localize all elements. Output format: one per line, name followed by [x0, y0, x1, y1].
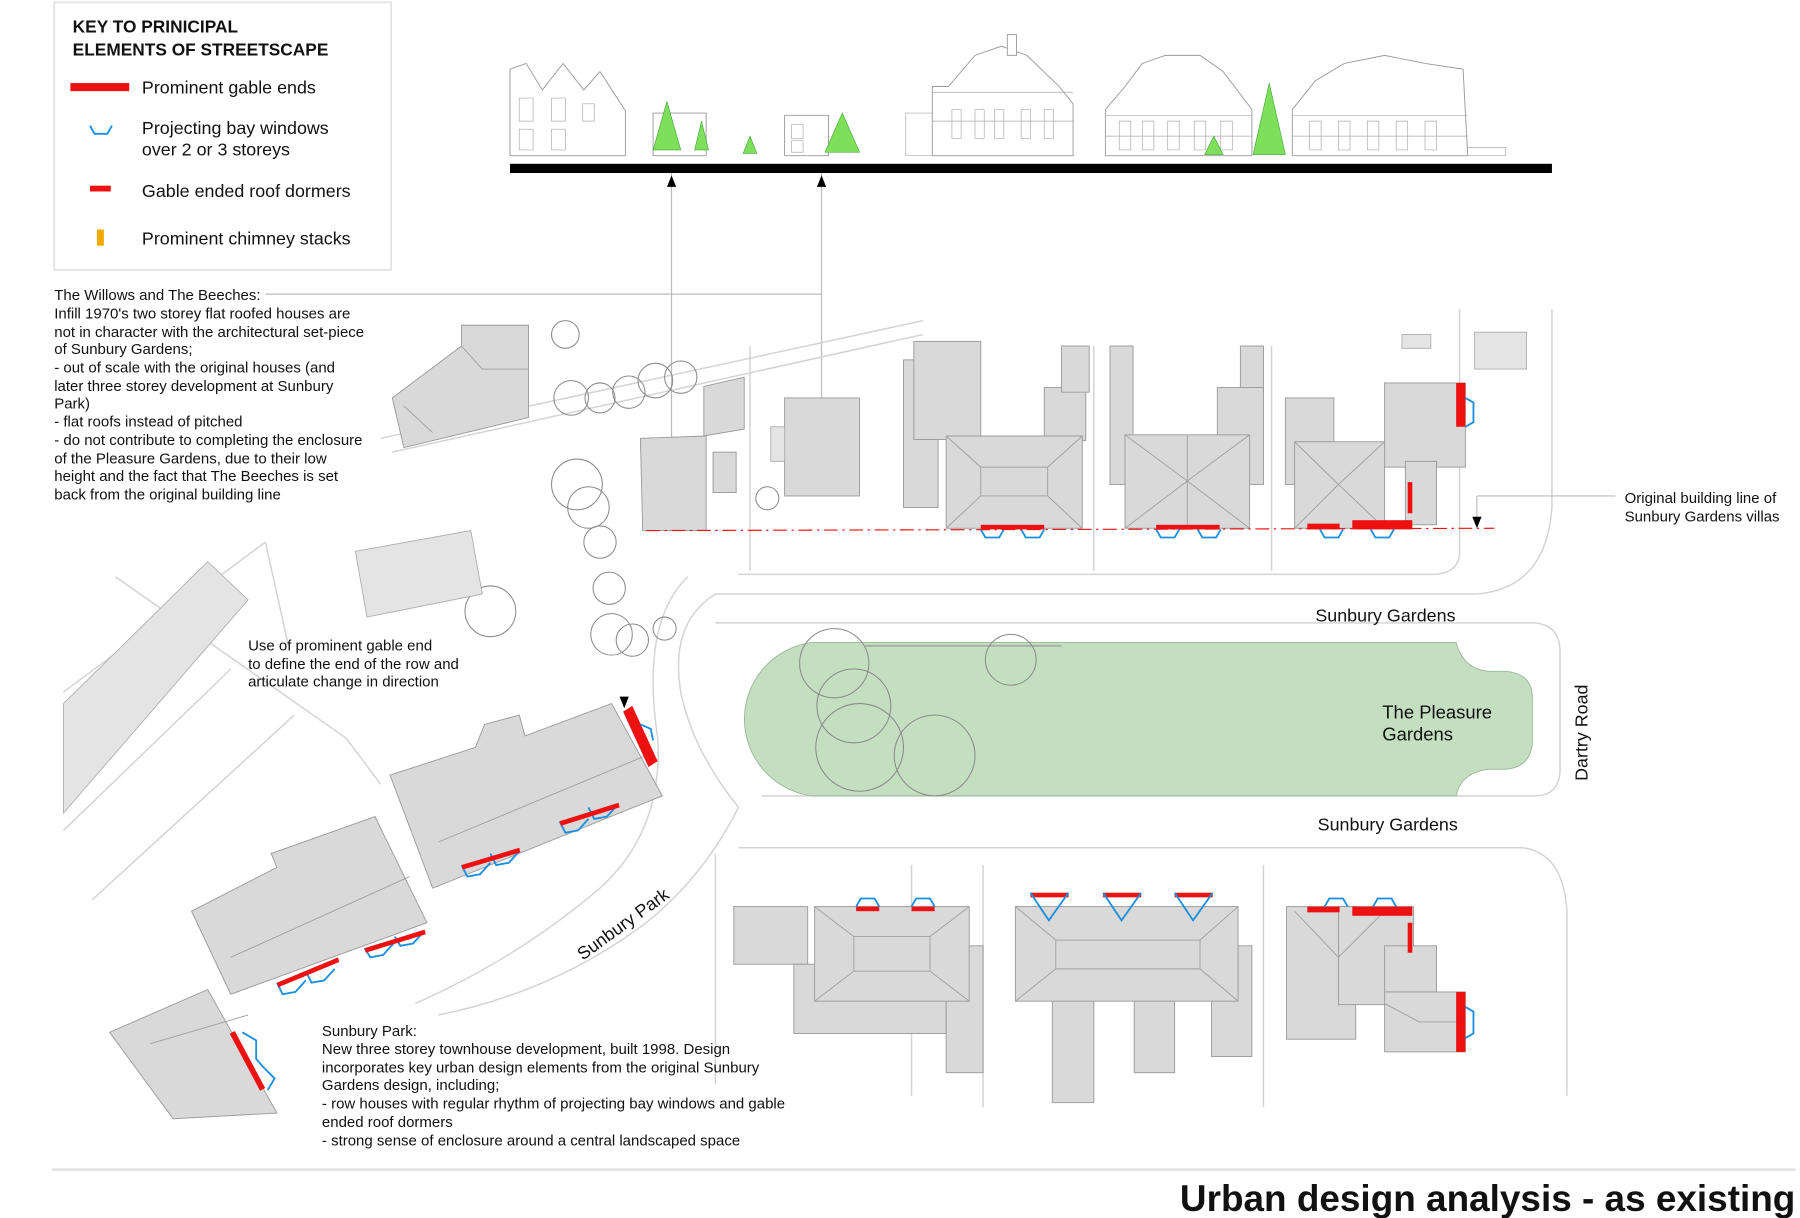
legend-label-gable-ends: Prominent gable ends — [142, 77, 316, 97]
label-sunbury-park: Sunbury Park — [573, 884, 672, 964]
buildings-north — [391, 324, 1616, 539]
buildings-south — [733, 892, 1475, 1104]
legend-title: KEY TO PRINICIPAL ELEMENTS OF STREETSCAP… — [73, 16, 329, 59]
gable-end — [980, 524, 1045, 530]
label-sunbury-gardens-north: Sunbury Gardens — [1315, 606, 1455, 626]
legend-label-chimneys: Prominent chimney stacks — [142, 229, 351, 249]
garden-trees — [799, 628, 1062, 797]
prominent-gable-end — [623, 705, 658, 768]
chimney-icon — [96, 229, 104, 246]
tree-elevation — [652, 100, 682, 151]
label-pleasure-gardens: The Pleasure Gardens — [1382, 702, 1497, 745]
trees-northwest — [464, 320, 780, 657]
sunbury-park-note: Sunbury Park: New three storey townhouse… — [322, 1023, 789, 1150]
ground-line — [510, 163, 1552, 174]
label-dartry-road: Dartry Road — [1572, 685, 1592, 781]
legend-label-bay-windows: Projecting bay windows over 2 or 3 store… — [142, 118, 334, 160]
red-bar-icon — [70, 83, 130, 92]
road-network — [51, 309, 1796, 1171]
bay-window — [979, 397, 1475, 539]
willows-beeches-note: The Willows and The Beeches: Infill 1970… — [54, 287, 368, 504]
reference-arrows — [265, 173, 827, 450]
gable-end-note: Use of prominent gable end to define the… — [248, 638, 463, 691]
legend: KEY TO PRINICIPAL ELEMENTS OF STREETSCAP… — [53, 1, 393, 271]
sunbury-park-buildings — [62, 530, 663, 1120]
the-beeches — [639, 435, 707, 532]
street-elevation — [509, 34, 1552, 174]
bay-window-icon — [89, 125, 113, 135]
page-title: Urban design analysis - as existing — [1180, 1178, 1795, 1218]
building-line-note: Original building line of Sunbury Garden… — [1625, 490, 1781, 525]
the-willows — [784, 397, 861, 497]
pleasure-gardens — [744, 641, 1533, 797]
legend-label-dormers: Gable ended roof dormers — [142, 181, 351, 201]
label-sunbury-gardens-south: Sunbury Gardens — [1318, 814, 1458, 834]
red-dash-icon — [90, 185, 111, 192]
